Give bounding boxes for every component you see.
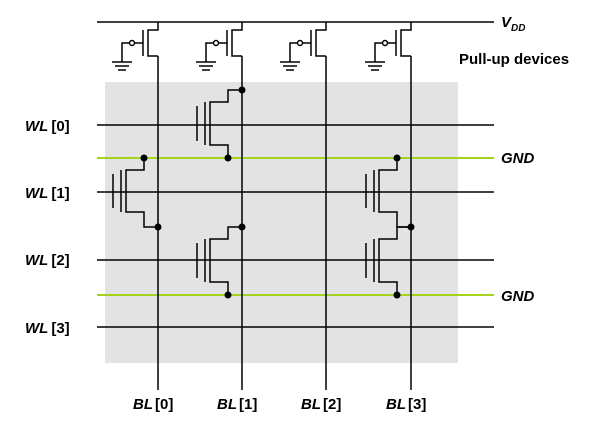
vdd-sub-text: DD	[511, 23, 525, 34]
cell-transistor-wl2-bl3	[365, 226, 411, 295]
word-line-wires	[97, 124, 494, 328]
pullup-devices-label: Pull-up devices	[459, 51, 569, 68]
wl-name: WL	[25, 320, 48, 337]
junction-dot	[393, 291, 401, 299]
bl-index: [0]	[155, 396, 173, 413]
word-line-label-1: WL[1]	[25, 185, 70, 202]
cell-transistor-wl2-bl1	[196, 226, 242, 295]
wl-index: [2]	[51, 252, 69, 269]
bl-index: [3]	[408, 396, 426, 413]
junction-dot	[393, 154, 401, 162]
bl-name: BL	[133, 396, 153, 413]
wl-index: [0]	[51, 118, 69, 135]
junction-dot	[238, 223, 246, 231]
ground-line-wires	[97, 157, 494, 296]
cell-transistor-wl0-bl1	[196, 89, 242, 158]
junction-dot	[238, 86, 246, 94]
junction-dots	[140, 86, 415, 299]
bit-line-label-3: BL[3]	[386, 396, 426, 413]
bit-line-wires	[157, 56, 412, 390]
gnd-label-upper: GND	[501, 150, 535, 167]
cell-transistor-wl1-bl0	[112, 158, 158, 228]
bl-index: [2]	[323, 396, 341, 413]
word-line-label-3: WL[3]	[25, 320, 70, 337]
wl-name: WL	[25, 185, 48, 202]
junction-dot	[224, 291, 232, 299]
junction-dot	[407, 223, 415, 231]
junction-dot	[140, 154, 148, 162]
bit-line-label-2: BL[2]	[301, 396, 341, 413]
bl-name: BL	[301, 396, 321, 413]
bl-name: BL	[217, 396, 237, 413]
vdd-label: VDD	[501, 14, 525, 34]
memory-array-region	[105, 82, 458, 363]
bl-name: BL	[386, 396, 406, 413]
wl-index: [1]	[51, 185, 69, 202]
bl-index: [1]	[239, 396, 257, 413]
bit-line-label-0: BL[0]	[133, 396, 173, 413]
junction-dot	[224, 154, 232, 162]
vdd-main-text: V	[501, 14, 513, 31]
pullup-transistor-2	[280, 22, 327, 71]
pullup-transistor-0	[112, 22, 159, 71]
gnd-label-lower: GND	[501, 288, 535, 305]
word-line-label-0: WL[0]	[25, 118, 70, 135]
wl-name: WL	[25, 118, 48, 135]
junction-dot	[154, 223, 162, 231]
wl-index: [3]	[51, 320, 69, 337]
pullup-transistor-3	[365, 22, 412, 71]
word-line-label-2: WL[2]	[25, 252, 70, 269]
wl-name: WL	[25, 252, 48, 269]
bit-line-label-1: BL[1]	[217, 396, 257, 413]
pullup-transistor-1	[196, 22, 243, 71]
